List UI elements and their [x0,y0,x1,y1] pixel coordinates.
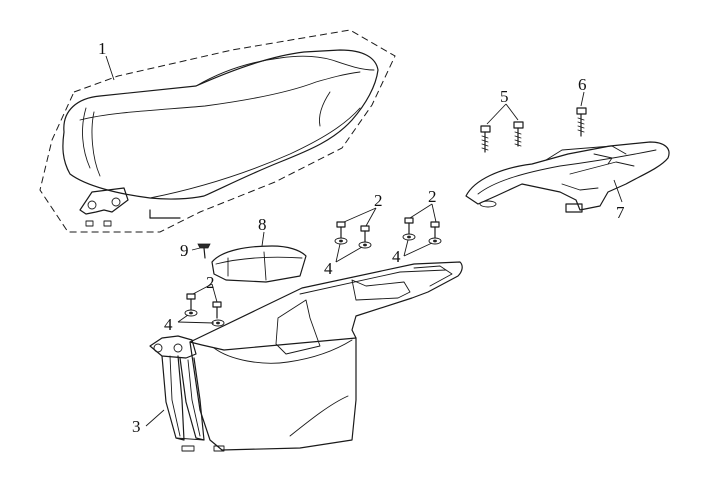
helmet-box-inner-contour [213,339,353,364]
callout-2: 2 [374,191,383,210]
callout-1: 1 [98,39,107,58]
callout-4: 4 [164,315,173,334]
helmet-box-rim [189,261,463,351]
bolt-5-left[interactable] [480,125,491,153]
bolt-2[interactable] [212,301,222,319]
bolt-6[interactable] [576,107,587,137]
helmet-box-inner-wall [275,299,321,355]
callout-3: 3 [132,417,141,436]
bolt-5-right[interactable] [513,121,524,147]
cover-lid[interactable] [211,245,307,283]
washer-4[interactable] [184,309,198,317]
rear-carrier[interactable] [465,141,670,213]
callout-4: 4 [392,247,401,266]
washer-4[interactable] [402,233,416,241]
callout-2: 2 [206,273,215,292]
bolt-2[interactable] [360,225,370,243]
washer-4[interactable] [358,241,372,249]
helmet-box[interactable] [149,261,463,452]
callout-2: 2 [428,187,437,206]
seat-rear-seam [319,91,331,127]
seat-pin [149,209,181,219]
callout-5: 5 [500,87,509,106]
bolt-2[interactable] [430,221,440,239]
washer-4[interactable] [428,237,442,245]
helmet-box-rear-step [351,279,411,301]
bolt-2[interactable] [404,217,414,235]
seat-assembly[interactable] [39,29,396,233]
seat-lower-edge [149,107,361,199]
callout-8: 8 [258,215,267,234]
seat-front-seam [82,107,91,169]
bolt-2[interactable] [186,293,196,311]
washer-4[interactable] [334,237,348,245]
helmet-box-body [189,337,357,451]
leader-lines [105,55,623,427]
screw-9[interactable] [197,243,211,259]
callout-labels: 1 2 2 2 3 4 4 4 5 6 7 8 9 [98,39,625,436]
seat-stitch-line [79,71,361,121]
callout-4: 4 [324,259,333,278]
callout-9: 9 [180,241,189,260]
seat-rear-hump [195,55,375,87]
helmet-box-rim-inner [299,269,447,295]
seat-kit-boundary [39,29,396,233]
callout-7: 7 [616,203,625,222]
seat-side-seam [91,111,101,177]
helmet-box-shadow [289,395,349,437]
helmet-box-foot-tab [181,445,195,452]
helmet-box-foot-tab [213,445,225,452]
callout-6: 6 [578,75,587,94]
seat-hinge-bracket [79,187,129,227]
helmet-box-front-bracket [149,335,205,441]
seat-outline [62,49,379,200]
bolt-2[interactable] [336,221,346,239]
